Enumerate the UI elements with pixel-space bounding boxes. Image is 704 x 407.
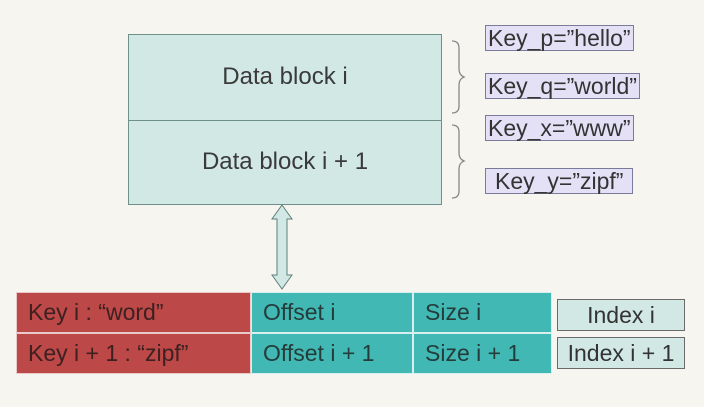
data-block-stack: Data block i Data block i + 1	[128, 34, 442, 205]
table-cell-size-i-plus-1: Size i + 1	[413, 333, 552, 374]
table-cell-offset-i-plus-1: Offset i + 1	[251, 333, 413, 374]
data-block-i-plus-1: Data block i + 1	[201, 147, 369, 175]
table-cell-offset-i: Offset i	[251, 292, 413, 333]
table-cell-key-i-plus-1: Key i + 1 : “zipf”	[16, 333, 251, 374]
brace-block-i	[451, 40, 466, 114]
table-cell-key-i: Key i : “word”	[16, 292, 251, 333]
double-arrow	[271, 204, 293, 290]
index-label-i-plus-1: Index i + 1	[557, 337, 685, 369]
data-block-i: Data block i	[129, 35, 441, 121]
table-cell-size-i: Size i	[413, 292, 552, 333]
key-label-y: Key_y=”zipf”	[485, 168, 634, 194]
brace-block-i-plus-1	[451, 124, 466, 199]
key-label-q: Key_q=”world”	[485, 73, 640, 99]
index-label-i: Index i	[557, 299, 685, 331]
key-label-p: Key_p=”hello”	[485, 25, 634, 51]
key-label-x: Key_x=”www”	[485, 115, 634, 141]
